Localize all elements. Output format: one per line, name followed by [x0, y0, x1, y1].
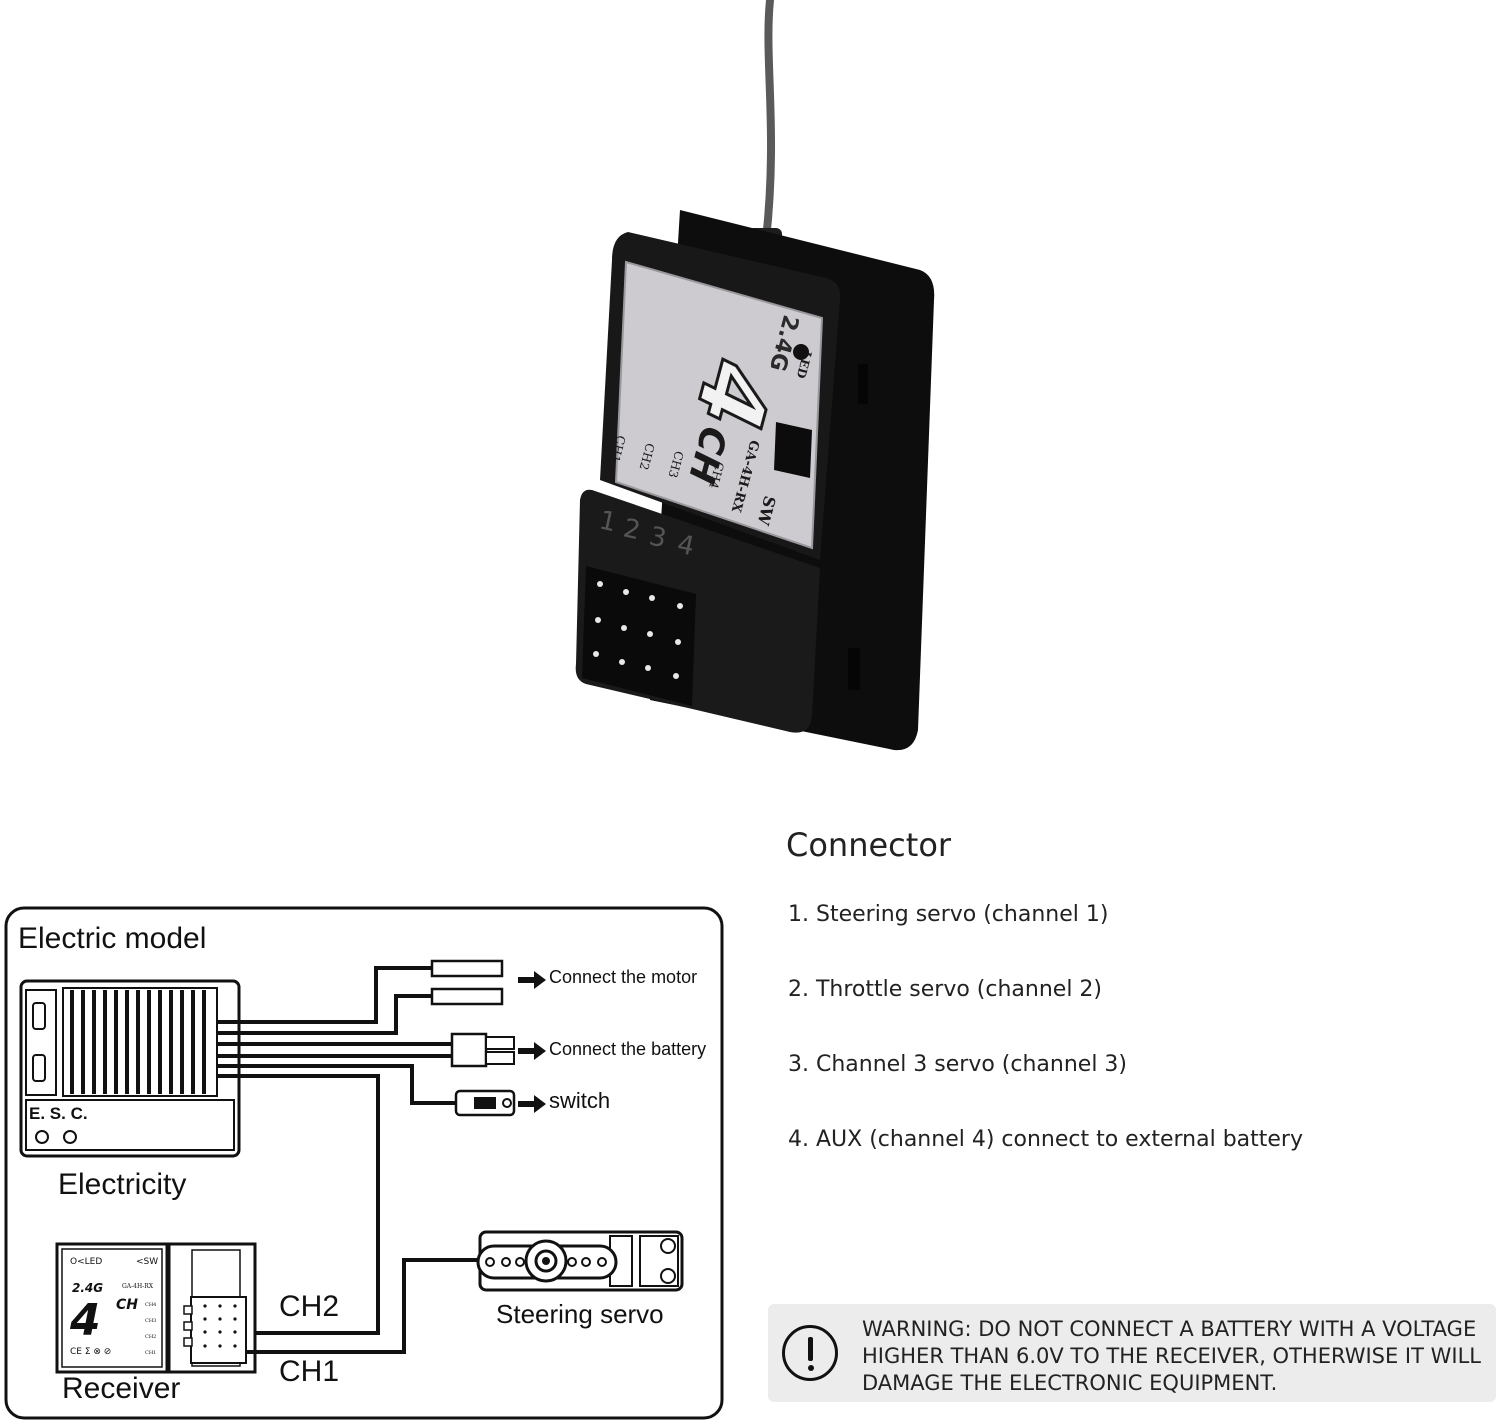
receiver-drawing: O<LED <SW GA-4H-RX 2.4G 4 CH CE Σ ⊗ ⊘ CH…	[55, 1242, 257, 1374]
side-slot-bottom	[848, 648, 860, 690]
svg-text:GA-4H-RX: GA-4H-RX	[122, 1283, 154, 1290]
svg-text:CH1: CH1	[145, 1350, 156, 1356]
antenna-wire	[762, 0, 776, 244]
pin-number-3: 3	[647, 522, 669, 555]
motor-plug-2	[430, 987, 504, 1006]
esc-wires	[217, 966, 456, 1335]
electricity-label: Electricity	[58, 1168, 187, 1201]
connector-item-2: 2. Throttle servo (channel 2)	[788, 977, 1103, 1002]
connector-title: Connector	[786, 826, 952, 864]
ch1-label: CH1	[279, 1355, 340, 1388]
plate-ch3: CH3	[666, 449, 687, 479]
connector-item-3: 3. Channel 3 servo (channel 3)	[788, 1052, 1128, 1077]
pin-number-1: 1	[597, 506, 619, 539]
pin-grid	[593, 581, 683, 679]
diagram-title: Electric model	[18, 922, 207, 955]
ch1-wire	[247, 1258, 480, 1354]
svg-text:CH2: CH2	[145, 1334, 156, 1340]
warning-text: WARNING: DO NOT CONNECT A BATTERY WITH A…	[862, 1317, 1481, 1395]
plate-ch1: CH1	[608, 434, 629, 464]
connect-motor-label: Connect the motor	[549, 967, 698, 987]
svg-text:O<LED: O<LED	[70, 1257, 102, 1267]
connector-item-1: 1. Steering servo (channel 1)	[788, 902, 1109, 927]
switch-part	[454, 1089, 516, 1117]
led-indicator	[793, 344, 809, 360]
plate-ch2: CH2	[637, 442, 658, 472]
svg-text:CE Σ ⊗ ⊘: CE Σ ⊗ ⊘	[70, 1347, 111, 1357]
esc-unit	[19, 979, 241, 1158]
receiver-label: Receiver	[62, 1372, 181, 1405]
warning-box	[768, 1304, 1496, 1402]
esc-label: E. S. C.	[29, 1104, 88, 1123]
plate-ch4: CH4	[706, 460, 727, 490]
connect-battery-label: Connect the battery	[549, 1039, 707, 1059]
battery-connector	[450, 1032, 515, 1068]
motor-plug-1	[430, 959, 504, 978]
exclamation-icon	[782, 1325, 838, 1381]
svg-text:CH4: CH4	[145, 1302, 156, 1308]
bind-switch-button	[774, 422, 812, 478]
label-plate	[614, 260, 824, 550]
svg-text:<SW: <SW	[136, 1257, 158, 1267]
pin-number-4: 4	[675, 530, 697, 563]
svg-text:CH: CH	[116, 1297, 138, 1313]
switch-label: switch	[549, 1088, 611, 1113]
svg-text:2.4G: 2.4G	[72, 1281, 103, 1295]
side-slot-top	[858, 364, 868, 404]
steering-servo-drawing	[476, 1230, 684, 1292]
pin-header	[582, 566, 696, 706]
pin-number-2: 2	[621, 514, 643, 547]
connector-list: 1. Steering servo (channel 1) 2. Throttl…	[788, 898, 1303, 1198]
arrows	[518, 971, 546, 1113]
diagram-frame	[4, 906, 724, 1420]
steering-servo-label: Steering servo	[496, 1299, 664, 1329]
svg-text:4: 4	[69, 1295, 101, 1346]
connector-item-4: 4. AUX (channel 4) connect to external b…	[788, 1127, 1303, 1152]
svg-text:CH3: CH3	[145, 1318, 156, 1324]
ch2-label: CH2	[279, 1290, 340, 1323]
